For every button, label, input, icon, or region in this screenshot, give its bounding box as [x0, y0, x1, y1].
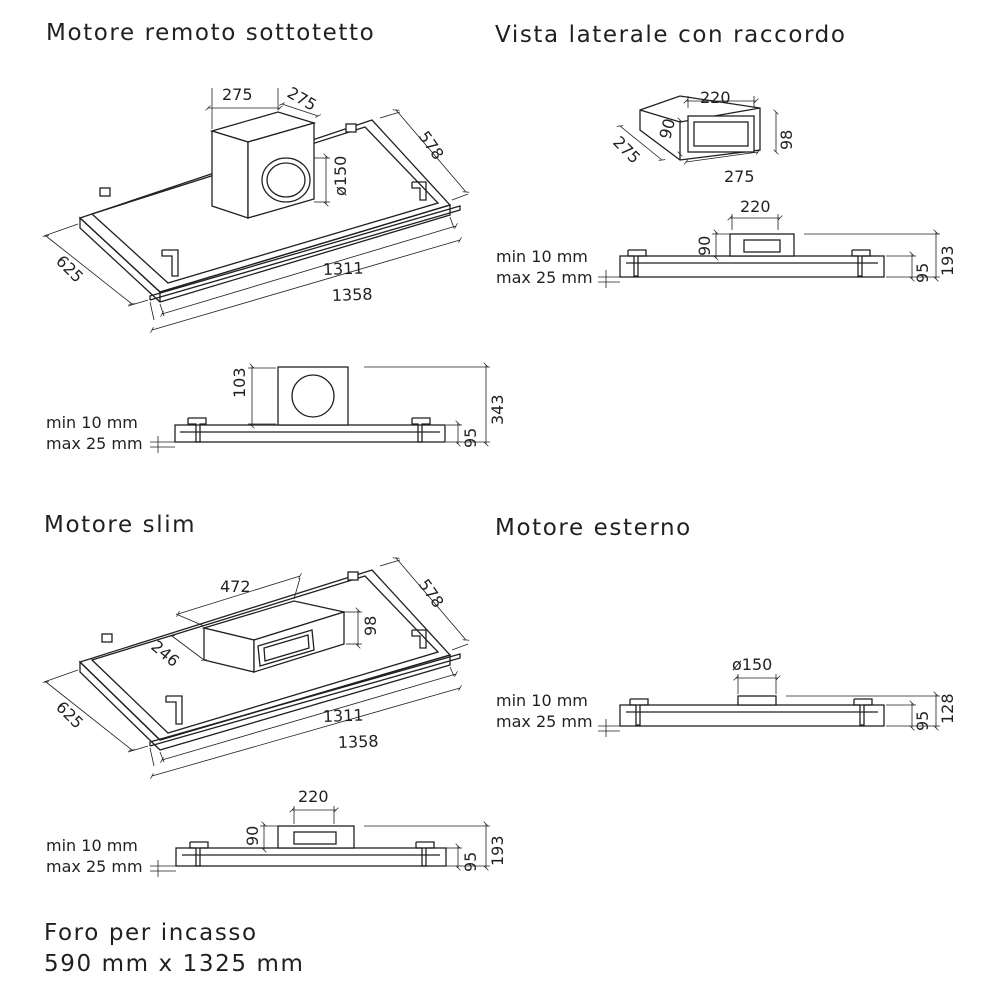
- bracket: [99, 187, 111, 197]
- dim-body-height: 95: [461, 428, 480, 448]
- label-max-gap: max 25 mm: [496, 268, 593, 287]
- dim-connector-height: 90: [243, 826, 262, 846]
- bracket: [347, 571, 359, 581]
- dim-motor-height: 98: [361, 616, 380, 636]
- remote-side-drawing: 103 343 95 min 10 mm max 25 mm: [46, 365, 507, 453]
- dim-depth-bottom: 625: [52, 697, 87, 732]
- bracket: [851, 249, 871, 277]
- cutout-size: 590 mm x 1325 mm: [44, 951, 305, 977]
- title-slim-motor: Motore slim: [44, 512, 197, 538]
- dim-inner-length: 1311: [322, 706, 363, 726]
- dim-box-width: 275: [222, 85, 253, 104]
- dim-box-depth: 275: [284, 83, 320, 115]
- dim-diameter: ø150: [732, 655, 772, 674]
- bracket: [415, 841, 435, 867]
- dim-connector-width: 220: [700, 88, 731, 107]
- label-min-gap: min 10 mm: [46, 836, 138, 855]
- label-max-gap: max 25 mm: [496, 712, 593, 731]
- label-min-gap: min 10 mm: [496, 691, 588, 710]
- slim-side-drawing: 220 90 193 95 min 10 mm max 25 mm: [46, 787, 507, 877]
- bracket: [853, 698, 873, 726]
- dim-diameter: ø150: [331, 156, 350, 196]
- dim-inner-length: 1311: [322, 259, 363, 279]
- remote-iso-drawing: 275 275 ø150 578 625 1311 1358: [44, 83, 468, 330]
- bracket: [101, 633, 113, 643]
- bracket: [629, 698, 649, 726]
- bracket: [165, 695, 183, 725]
- dim-connector-height: 90: [695, 236, 714, 256]
- dim-connector-d2: 275: [724, 167, 755, 186]
- dim-total-height: 193: [488, 835, 507, 866]
- bracket: [187, 417, 207, 443]
- dim-body-height: 95: [913, 711, 932, 731]
- side-view-drawing: 220 90 193 95 min 10 mm max 25 mm: [496, 197, 957, 288]
- dim-connector-width: 220: [740, 197, 771, 216]
- bracket: [189, 841, 209, 867]
- bracket: [345, 123, 357, 133]
- dim-connector-width: 220: [298, 787, 329, 806]
- external-side-drawing: ø150 128 95 min 10 mm max 25 mm: [496, 655, 957, 737]
- dim-connector-d1: 275: [609, 132, 644, 167]
- dim-total-height: 193: [938, 245, 957, 276]
- label-min-gap: min 10 mm: [496, 247, 588, 266]
- slim-iso-drawing: 472 98 246 578 625 1311 1358: [44, 558, 468, 776]
- dim-connector-h1: 90: [656, 116, 680, 141]
- dim-depth-top: 578: [415, 575, 448, 611]
- cutout-label: Foro per incasso: [44, 920, 258, 946]
- bracket: [161, 249, 179, 277]
- bracket: [627, 249, 647, 277]
- dim-depth-bottom: 625: [52, 251, 87, 286]
- title-side-view: Vista laterale con raccordo: [495, 22, 847, 48]
- dim-body-height: 95: [461, 852, 480, 872]
- dim-total-height: 128: [938, 693, 957, 724]
- side-iso-drawing: 220 90 98 275 275: [609, 88, 796, 186]
- bracket: [411, 417, 431, 443]
- dim-offset: 103: [230, 367, 249, 398]
- dim-connector-h2: 98: [777, 130, 796, 150]
- cutout-note: Foro per incasso 590 mm x 1325 mm: [44, 918, 305, 980]
- dim-depth-top: 578: [415, 127, 448, 163]
- dim-body-height: 95: [913, 263, 932, 283]
- bracket: [411, 181, 427, 201]
- label-min-gap: min 10 mm: [46, 413, 138, 432]
- dim-total-height: 343: [488, 394, 507, 425]
- label-max-gap: max 25 mm: [46, 434, 143, 453]
- title-external-motor: Motore esterno: [495, 515, 692, 541]
- dim-motor-length: 472: [220, 577, 251, 596]
- label-max-gap: max 25 mm: [46, 857, 143, 876]
- dim-outer-length: 1358: [337, 732, 378, 752]
- dim-outer-length: 1358: [331, 285, 372, 305]
- title-remote-motor: Motore remoto sottotetto: [46, 20, 376, 46]
